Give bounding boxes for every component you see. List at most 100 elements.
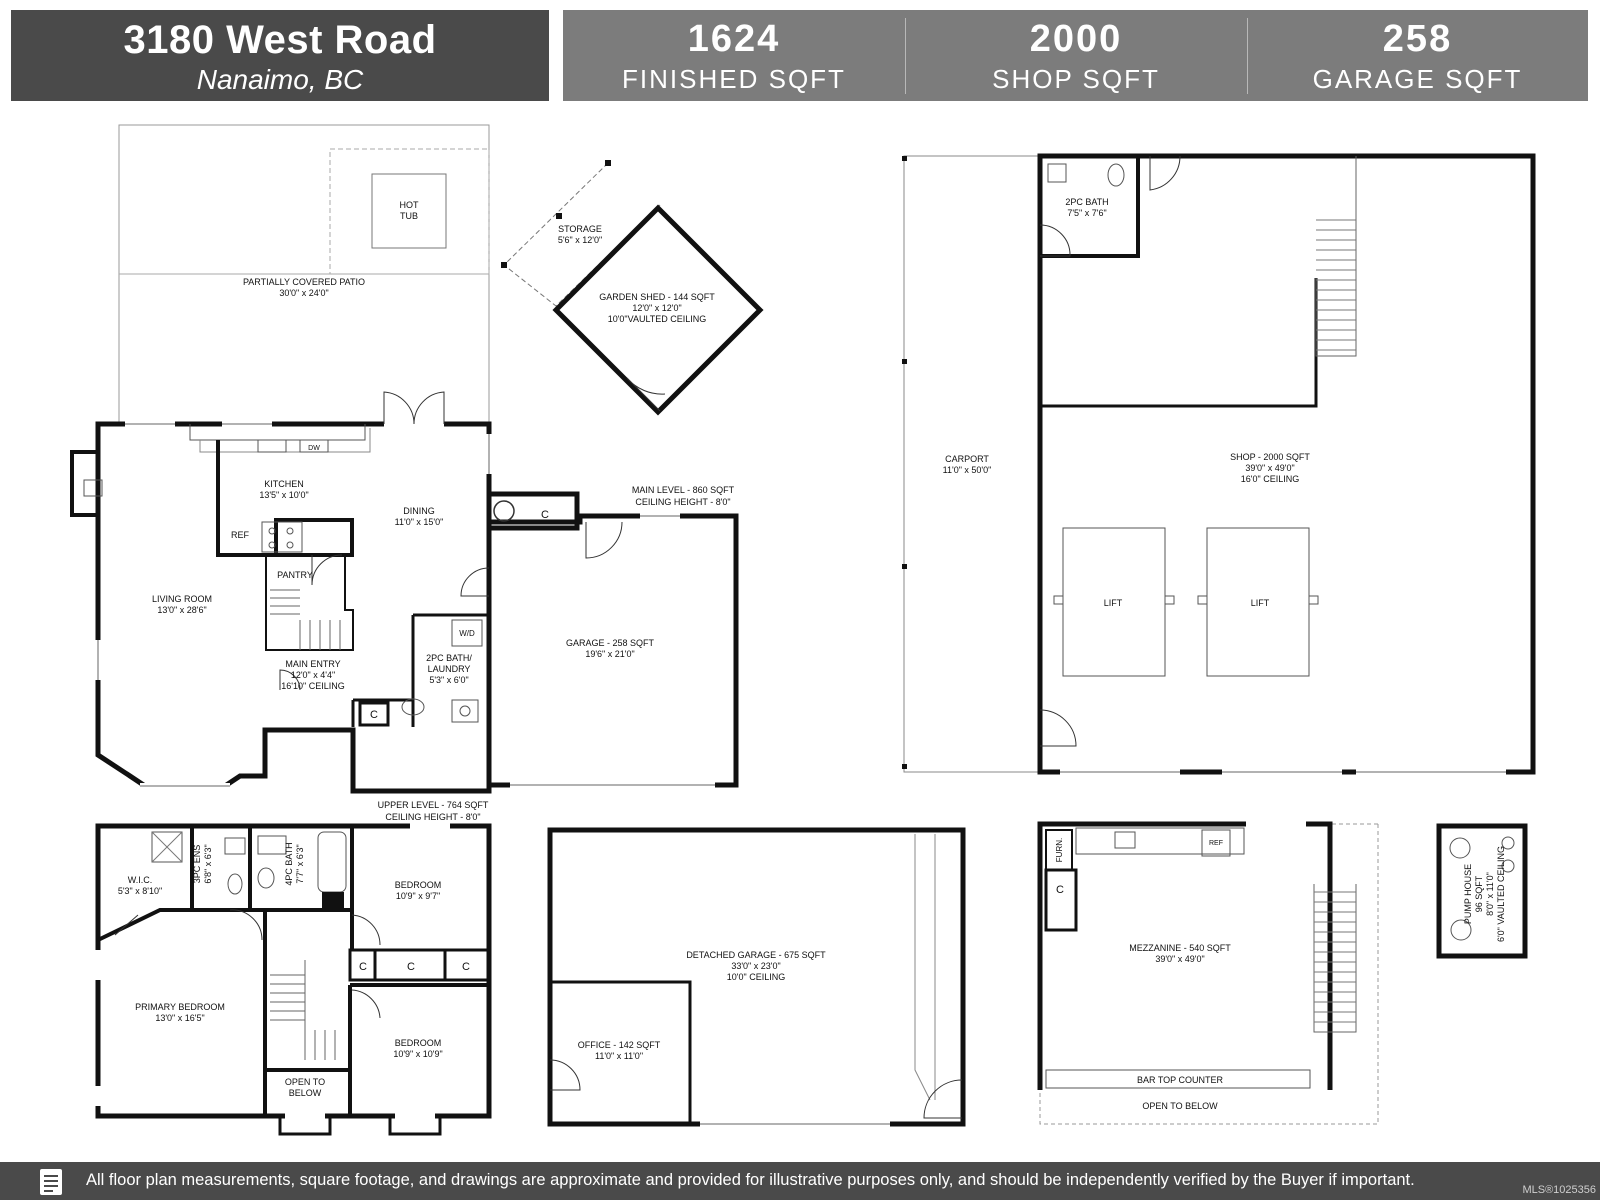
upper-level-ceiling: CEILING HEIGHT - 8'0": [385, 812, 480, 822]
stat-value: 2000: [1029, 18, 1123, 60]
pump-house-walls: [1436, 823, 1528, 959]
open-below-label: OPEN TO: [285, 1077, 325, 1087]
window: [95, 1086, 101, 1106]
door-swing: [351, 914, 381, 946]
mezzanine-dims: 39'0" x 49'0": [1155, 954, 1204, 964]
shop-walls: [1037, 153, 1536, 775]
pantry-wall: [265, 555, 354, 651]
main-level-ceiling: CEILING HEIGHT - 8'0": [635, 497, 730, 507]
bay-wall: [70, 450, 98, 517]
pump-tank: [1449, 837, 1471, 859]
detached-garage-ceiling: 10'0" CEILING: [727, 972, 785, 982]
shop-bath-sink: [1047, 163, 1067, 183]
floor-plan-drawing: PARTIALLY COVERED PATIO 30'0" x 24'0" HO…: [70, 124, 1536, 1136]
linen-block: [322, 892, 344, 910]
post: [556, 213, 562, 219]
garage-entry-swing: [585, 521, 623, 559]
shop-ceiling: 16'0" CEILING: [1241, 474, 1299, 484]
mezz-open-below-label: OPEN TO BELOW: [1142, 1101, 1218, 1111]
bedroom2-dims: 10'9" x 10'9": [393, 1049, 442, 1059]
lift-post: [1308, 595, 1319, 605]
mezz-counter: [1075, 827, 1245, 855]
mezzanine-label: MEZZANINE - 540 SQFT: [1129, 943, 1231, 953]
office-walls: [550, 980, 692, 1124]
shed-dims: 12'0" x 12'0": [632, 303, 681, 313]
bay-windows: [278, 1116, 442, 1136]
stat-divider: [1247, 18, 1248, 94]
shed-ceiling: 10'0"VAULTED CEILING: [608, 314, 707, 324]
shop-stair-rail: [1315, 156, 1357, 357]
stat-shop: 2000 SHOP SQFT: [905, 10, 1247, 101]
dining-label: DINING: [403, 506, 435, 516]
stat-divider: [905, 18, 906, 94]
patio-door-swing: [383, 391, 445, 425]
main-house-plan: PARTIALLY COVERED PATIO 30'0" x 24'0" HO…: [70, 124, 739, 794]
mezz-stairs: [1314, 891, 1356, 1023]
water-heater: [493, 500, 515, 522]
shop-bath-dims: 7'5" x 7'6": [1067, 208, 1106, 218]
ensuite-shower: [151, 831, 183, 863]
kitchen-dims: 13'5" x 10'0": [259, 490, 308, 500]
living-dims: 13'0" x 28'6": [157, 605, 206, 615]
property-city: Nanaimo, BC: [196, 64, 364, 95]
window: [1246, 821, 1306, 827]
burner: [268, 541, 276, 549]
bath-label: 4PC BATH: [284, 842, 294, 885]
garage-shelf: [914, 834, 936, 1101]
mezz-closet-label: C: [1056, 884, 1064, 896]
wic-dims: 5'3" x 8'10": [118, 886, 162, 896]
mezz-closet: [1044, 868, 1078, 932]
upper-closets: [348, 948, 491, 982]
dw-label: DW: [308, 445, 320, 452]
mezz-sink: [1114, 831, 1136, 849]
stat-value: 258: [1382, 18, 1453, 60]
bar-top-counter: [1045, 1069, 1311, 1089]
upper-level-plan: UPPER LEVEL - 764 SQFT CEILING HEIGHT - …: [95, 800, 492, 1136]
bath-laundry-label-2: LAUNDRY: [428, 664, 471, 674]
bedroom1-dims: 10'9" x 9'7": [396, 891, 440, 901]
post: [605, 160, 611, 166]
pump-house-sqft: 96 SQFT: [1474, 875, 1484, 912]
stat-label: GARAGE SQFT: [1312, 64, 1523, 94]
bar-counter-label: BAR TOP COUNTER: [1137, 1075, 1224, 1085]
kitchen-island-wall: [216, 440, 354, 557]
washer-dryer: [451, 619, 483, 647]
open-below-label-2: BELOW: [289, 1088, 322, 1098]
main-level-label: MAIN LEVEL - 860 SQFT: [632, 485, 735, 495]
shop-bath-label: 2PC BATH: [1065, 197, 1108, 207]
bathtub: [317, 831, 347, 893]
main-exterior-walls: [95, 421, 492, 794]
bath-sink: [451, 699, 479, 723]
bath-sink: [257, 835, 287, 855]
hot-tub: [371, 173, 447, 249]
garage-closet-label: C: [541, 509, 549, 521]
window: [285, 1113, 325, 1119]
bath-laundry-dims: 5'3" x 6'0": [429, 675, 468, 685]
upper-level-label: UPPER LEVEL - 764 SQFT: [378, 800, 489, 810]
shop-dims: 39'0" x 49'0": [1245, 463, 1294, 473]
shop-bath-walls: [1040, 156, 1140, 258]
patio-outline: [118, 124, 490, 426]
bath-laundry-walls: [351, 613, 489, 727]
closet-label: C: [370, 709, 378, 721]
pump-house-dims: 8'0" x 11'0": [1485, 872, 1495, 916]
disclaimer-bar: All floor plan measurements, square foot…: [0, 1162, 1600, 1200]
carport-dims: 11'0" x 50'0": [943, 465, 992, 475]
closet-label: C: [407, 961, 415, 973]
post: [501, 262, 507, 268]
lift-post: [1197, 595, 1208, 605]
shop-entry-door: [1149, 155, 1181, 191]
property-address: 3180 West Road: [123, 18, 437, 62]
mezz-stair-rail: [1313, 884, 1357, 1033]
mls-number: MLS®1025356: [1522, 1184, 1596, 1196]
pump-house-label: PUMP HOUSE: [1463, 864, 1473, 924]
post: [902, 156, 907, 161]
ensuite-label: 3PC ENS: [192, 845, 202, 884]
burner: [286, 541, 294, 549]
carport-label: CARPORT: [945, 454, 989, 464]
lift-post: [1053, 595, 1064, 605]
pump-house-plan: PUMP HOUSE 96 SQFT 8'0" x 11'0" 6'0" VAU…: [1436, 823, 1528, 959]
wd-label: W/D: [459, 629, 475, 638]
disclaimer-text: All floor plan measurements, square foot…: [86, 1171, 1415, 1189]
office-door: [549, 1059, 581, 1091]
